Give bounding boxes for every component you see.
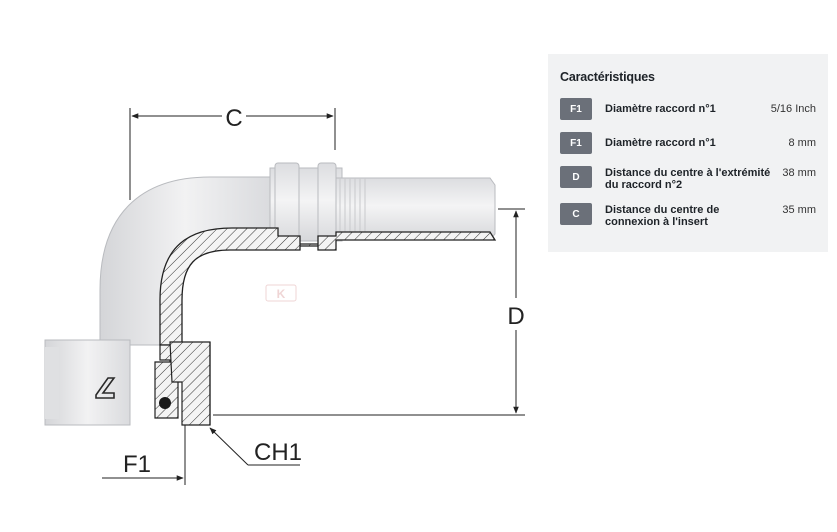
hex-nut <box>44 339 131 426</box>
fitting-technical-drawing: K C D F1 CH1 <box>44 105 525 485</box>
spec-value: 35 mm <box>782 204 816 216</box>
dimension-ch1-label: CH1 <box>254 439 302 466</box>
svg-text:K: K <box>277 287 286 301</box>
spec-value: 38 mm <box>782 167 816 179</box>
spec-row: C Distance du centre de connexion à l'in… <box>560 203 816 228</box>
spec-label: Diamètre raccord n°1 <box>605 103 716 115</box>
dimension-c-label: C <box>225 105 242 132</box>
spec-row: F1 Diamètre raccord n°1 5/16 Inch <box>560 98 816 120</box>
watermark-logo: K <box>265 284 297 302</box>
dimension-ch1 <box>209 427 300 466</box>
spec-code-badge: F1 <box>560 132 592 154</box>
spec-label: Diamètre raccord n°1 <box>605 137 716 149</box>
spec-label: Distance du centre à l'extrémité du racc… <box>605 167 771 191</box>
specifications-title: Caractéristiques <box>560 70 655 84</box>
spec-row: F1 Diamètre raccord n°1 8 mm <box>560 132 816 154</box>
dimension-f1 <box>102 425 186 485</box>
spec-label: Distance du centre de connexion à l'inse… <box>605 204 720 228</box>
spec-value: 8 mm <box>788 137 817 149</box>
dimension-f1-label: F1 <box>123 451 151 478</box>
o-ring <box>159 397 171 409</box>
specifications-panel: Caractéristiques F1 Diamètre raccord n°1… <box>548 54 828 252</box>
fitting-body <box>99 162 496 346</box>
spec-code-badge: C <box>560 203 592 225</box>
brand-logo-mark-icon <box>95 377 116 399</box>
spec-value: 5/16 Inch <box>770 103 816 115</box>
spec-row: D Distance du centre à l'extrémité du ra… <box>560 166 816 191</box>
dimension-d-label: D <box>507 303 524 330</box>
cross-section <box>154 227 497 426</box>
spec-code-badge: F1 <box>560 98 592 120</box>
spec-code-badge: D <box>560 166 592 188</box>
